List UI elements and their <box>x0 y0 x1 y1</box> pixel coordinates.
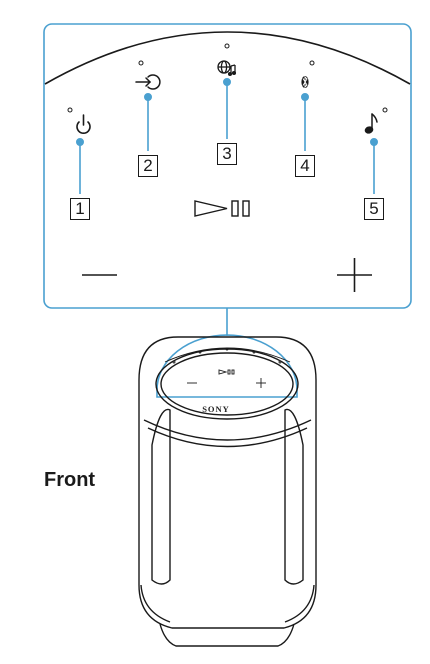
callout-number-5: 5 <box>364 198 384 220</box>
music-note-icon[interactable] <box>364 113 378 134</box>
power-icon[interactable] <box>76 114 91 134</box>
speaker-body <box>138 336 317 647</box>
callout-number-1: 1 <box>70 198 90 220</box>
view-label: Front <box>44 469 96 491</box>
globe-music-icon[interactable] <box>217 60 237 77</box>
panel-arc <box>44 31 411 85</box>
callout-number-4: 4 <box>295 155 315 177</box>
plus-icon[interactable] <box>337 258 372 292</box>
indicator-dots <box>67 43 388 113</box>
input-icon[interactable] <box>135 74 161 90</box>
zoom-region-outline <box>156 334 298 398</box>
callout-number-2: 2 <box>138 155 158 177</box>
leader-lines <box>76 78 378 194</box>
brand-logo: SONY <box>202 404 230 414</box>
speaker-top-controls <box>164 347 291 388</box>
play-pause-icon[interactable] <box>194 200 250 217</box>
bluetooth-icon[interactable] <box>301 75 309 89</box>
callout-number-3: 3 <box>217 143 237 165</box>
